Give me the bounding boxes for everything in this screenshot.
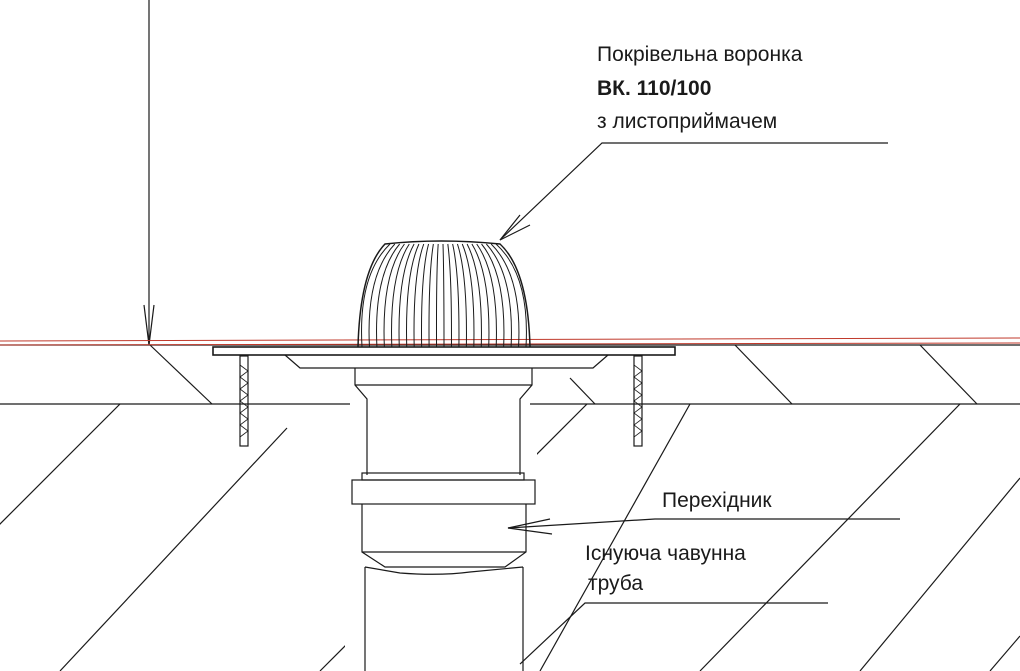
dome-rib (495, 243, 527, 348)
dome-rib (383, 243, 405, 348)
funnel-subtitle-label: з листоприймачем (597, 110, 778, 133)
base-hatch (0, 404, 1020, 671)
funnel-model-label: ВК. 110/100 (597, 77, 712, 100)
insulation-hatch (149, 344, 978, 405)
dome-rib (442, 243, 445, 348)
dome-rib (452, 243, 460, 348)
membrane (0, 337, 1020, 346)
dome-rib (391, 243, 410, 348)
arrow-icon (499, 214, 531, 241)
dome-rib (456, 243, 467, 348)
leaf-guard-dome (357, 240, 531, 348)
dome-rib (481, 243, 505, 348)
arrow-icon (507, 518, 553, 535)
dome-rib (428, 243, 434, 348)
adapter-ring (351, 479, 536, 505)
dome-rib (485, 243, 512, 348)
dome-rib (361, 243, 391, 348)
dome-rib (447, 243, 452, 348)
dome-rib (406, 243, 420, 348)
cast-iron-pipe (364, 566, 524, 671)
pipe-label-line2: труба (588, 572, 644, 595)
dome-rib (476, 243, 497, 348)
dome-rib (490, 243, 520, 348)
funnel-label: Покрівельна воронка (597, 43, 803, 66)
adapter (361, 504, 527, 568)
dome-rib (376, 243, 401, 348)
leader-pipe (519, 602, 828, 665)
dome-rib (413, 243, 425, 348)
dome-rib (471, 243, 490, 348)
anchor-left (239, 355, 249, 447)
dome-rib (466, 243, 482, 348)
dome-rib (398, 243, 415, 348)
dome-rib (461, 243, 475, 348)
leader-adapter (507, 518, 900, 529)
drain-body (354, 368, 533, 475)
pipe-label: Існуюча чавунна (585, 542, 746, 565)
dome-rib (368, 243, 396, 348)
collar (284, 354, 609, 369)
dome-rib (435, 243, 439, 348)
dome-rib (421, 243, 430, 348)
anchor-right (633, 355, 643, 447)
adapter-label: Перехідник (662, 489, 772, 512)
leader-funnel (499, 142, 888, 241)
flange (212, 346, 676, 356)
